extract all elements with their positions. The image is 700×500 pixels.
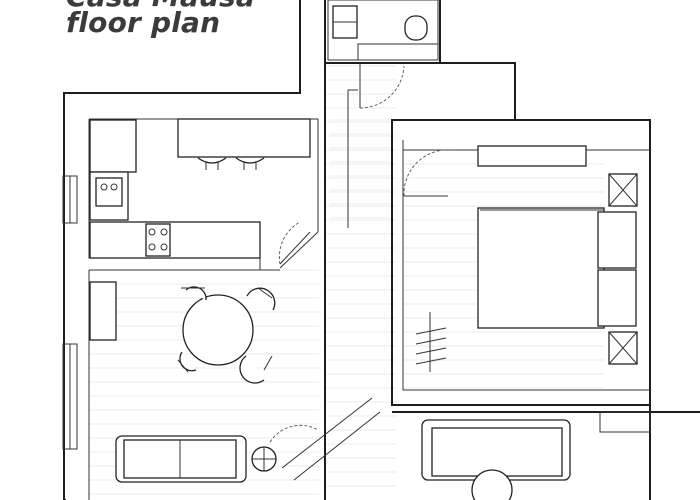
title-line-2: floor plan (66, 6, 221, 39)
inner-walls (88, 89, 650, 500)
dining-table-icon (177, 286, 276, 384)
bed-icon (477, 207, 637, 329)
outer-walls (63, 0, 700, 500)
sofa-icon (115, 435, 247, 483)
lounge (421, 411, 651, 500)
living-room (89, 281, 319, 483)
kitchen (89, 118, 311, 265)
title-line-1: Casa Mausa (66, 0, 255, 13)
armchair-icon (251, 446, 277, 472)
stove-icon (145, 223, 171, 257)
sink-icon (95, 177, 123, 207)
door-swing-icon (278, 221, 301, 265)
toilet-icon (404, 15, 428, 41)
door-swing-icon (269, 424, 319, 443)
clothes-rack (415, 312, 447, 372)
kitchen-island (177, 118, 311, 158)
bedroom (403, 145, 638, 372)
wardrobe (608, 173, 638, 365)
bathroom (327, 0, 439, 61)
door-swing-icon (359, 65, 405, 109)
bar-stools (197, 157, 265, 170)
door-swing-icon (403, 149, 453, 197)
left-windows (62, 175, 78, 450)
